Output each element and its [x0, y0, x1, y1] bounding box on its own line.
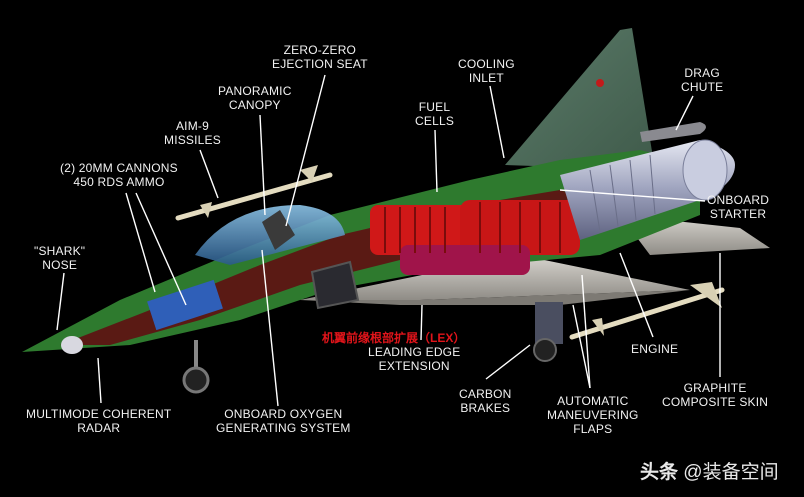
label-line: "SHARK" — [34, 244, 86, 258]
label-line: FUEL — [418, 100, 451, 114]
label-aim9-missiles: AIM-9 MISSILES — [164, 119, 221, 147]
label-panoramic-canopy: PANORAMIC CANOPY — [218, 84, 292, 112]
label-line: ONBOARD OXYGEN — [224, 407, 343, 421]
label-line: MULTIMODE COHERENT — [26, 407, 172, 421]
label-shark-nose: "SHARK" NOSE — [34, 244, 85, 272]
label-cooling-inlet: COOLING INLET — [458, 57, 515, 85]
radar-dish — [61, 336, 83, 354]
wing-lower — [300, 290, 690, 305]
label-line: FLAPS — [573, 422, 613, 436]
drag-chute-housing — [640, 122, 706, 142]
label-line: ONBOARD — [707, 193, 770, 207]
tail-insignia — [596, 79, 604, 87]
label-automatic-maneuvering-flaps: AUTOMATIC MANEUVERING FLAPS — [547, 394, 639, 436]
label-line: EJECTION SEAT — [272, 57, 368, 71]
label-line: STARTER — [709, 207, 767, 221]
label-line: INLET — [468, 71, 504, 85]
label-line: LEADING EDGE — [368, 345, 461, 359]
main-gear — [533, 302, 563, 362]
main-wing — [300, 255, 690, 300]
label-line: NOSE — [42, 258, 78, 272]
label-line: RADAR — [77, 421, 121, 435]
source-watermark: 头条 @装备空间 — [640, 457, 779, 484]
label-lex-chinese: 机翼前缘根部扩展（LEX） — [322, 331, 466, 345]
label-line: CELLS — [415, 114, 455, 128]
label-engine: ENGINE — [631, 342, 678, 356]
leader-lines — [56, 74, 721, 407]
label-line: AUTOMATIC — [557, 394, 629, 408]
label-carbon-brakes: CARBON BRAKES — [459, 387, 512, 415]
label-line: PANORAMIC — [218, 84, 292, 98]
watermark-brand: 头条 — [640, 462, 679, 483]
engine-section — [560, 139, 735, 240]
label-20mm-cannons: (2) 20MM CANNONS 450 RDS AMMO — [60, 161, 178, 189]
label-onboard-starter: ONBOARD STARTER — [707, 193, 769, 221]
label-line: AIM-9 — [175, 119, 209, 133]
label-line: CHUTE — [681, 80, 724, 94]
label-line: ENGINE — [631, 342, 679, 356]
vertical-tail — [505, 28, 655, 170]
aim9-missile-top — [175, 165, 333, 221]
label-zero-zero-ejection-seat: ZERO-ZERO EJECTION SEAT — [272, 43, 368, 71]
label-line: MISSILES — [164, 133, 221, 147]
label-line: GRAPHITE — [683, 381, 747, 395]
label-line: MANEUVERING — [547, 408, 639, 422]
label-line: (2) 20MM CANNONS — [60, 161, 178, 175]
label-graphite-composite-skin: GRAPHITE COMPOSITE SKIN — [662, 381, 768, 409]
label-line: CANOPY — [228, 98, 281, 112]
label-line: DRAG — [684, 66, 720, 80]
label-line: ZERO-ZERO — [283, 43, 357, 57]
aim9-missile-wingtip — [569, 282, 725, 340]
label-leading-edge-extension: LEADING EDGE EXTENSION — [368, 345, 460, 373]
label-line: 450 RDS AMMO — [73, 175, 165, 189]
label-line: EXTENSION — [378, 359, 450, 373]
ejection-seat — [262, 210, 295, 250]
air-intake — [310, 260, 360, 310]
label-line: COMPOSITE SKIN — [662, 395, 769, 409]
fuel-cells — [370, 200, 580, 275]
label-line: BRAKES — [460, 401, 511, 415]
label-line: CARBON — [459, 387, 512, 401]
avionics-bay — [147, 279, 223, 331]
label-multimode-radar: MULTIMODE COHERENT RADAR — [26, 407, 171, 435]
label-drag-chute: DRAG CHUTE — [681, 66, 723, 94]
nose-gear — [182, 340, 210, 394]
label-line: COOLING — [458, 57, 515, 71]
label-onboard-oxygen: ONBOARD OXYGEN GENERATING SYSTEM — [216, 407, 351, 435]
label-line: GENERATING SYSTEM — [216, 421, 351, 435]
watermark-handle: @装备空间 — [683, 462, 779, 483]
label-fuel-cells: FUEL CELLS — [415, 100, 454, 128]
